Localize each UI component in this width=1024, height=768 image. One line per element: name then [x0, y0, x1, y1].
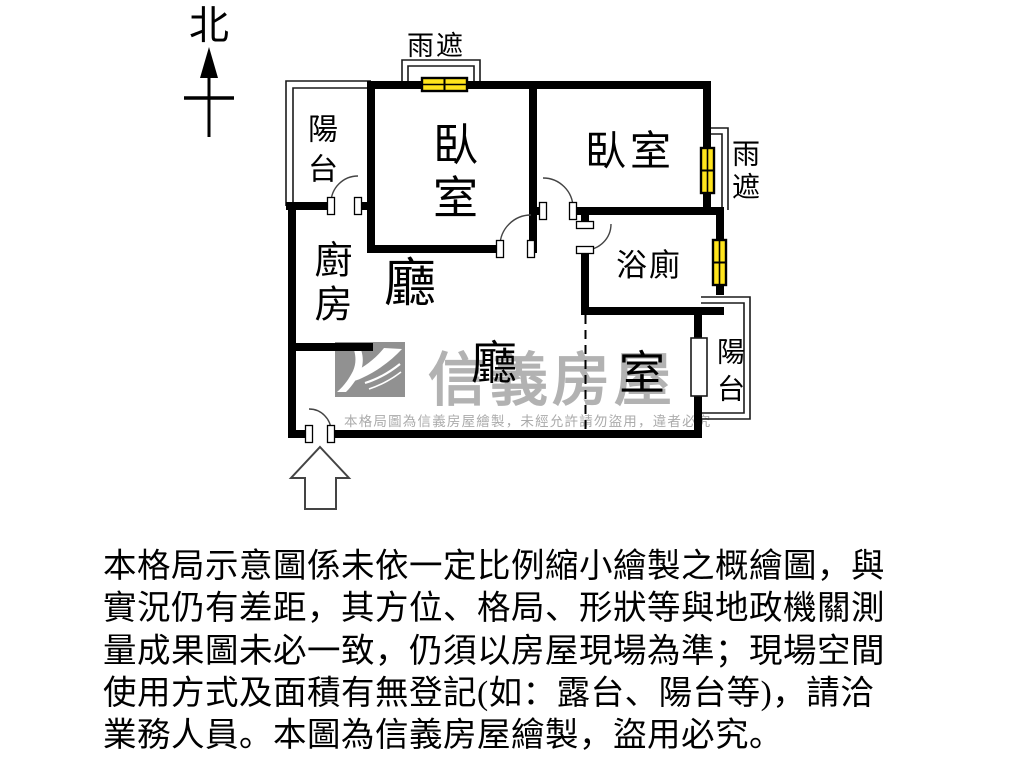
- window-bathroom: [711, 238, 728, 287]
- door-bedroom-right: [542, 177, 574, 209]
- disclaimer-line: 實況仍有差距，其方位、格局、形狀等與地政機關測: [103, 590, 885, 628]
- bedroom-left-label: 臥室: [426, 121, 476, 227]
- rain-shelter-right-label: 雨遮: [728, 139, 759, 205]
- thin-outlines: [285, 59, 751, 420]
- watermark-brand-text: 信義房屋: [428, 348, 677, 413]
- balcony-topleft-outline: [285, 80, 371, 206]
- door-jambs: [304, 196, 595, 444]
- hall-lower-label: 廳: [471, 338, 517, 389]
- bedroom-right-label: 臥室: [585, 128, 675, 174]
- north-label: 北: [189, 3, 229, 48]
- disclaimer-line: 使用方式及面積有無登記(如：露台、陽台等)，請洽: [103, 674, 875, 712]
- window-bedroom-right: [699, 146, 716, 195]
- windows: [420, 76, 728, 287]
- north-arrow-icon: [184, 47, 234, 137]
- disclaimer-paragraph: 本格局示意圖係未依一定比例縮小繪製之概繪圖，與 實況仍有差距，其方位、格局、形狀…: [103, 546, 963, 757]
- balcony-bottomright-outline-inner: [701, 302, 745, 414]
- watermark-notice-text: 本格局圖為信義房屋繪製，未經允許請勿盜用，違者必究: [344, 414, 712, 429]
- rain-shelter-top-outline-inner: [407, 65, 475, 85]
- rain-shelter-top-outline: [401, 59, 481, 85]
- hall-upper-label: 廳: [384, 256, 437, 313]
- window-top: [420, 76, 469, 93]
- flex-room-label: 室: [619, 348, 665, 399]
- rain-shelter-right-outline: [705, 127, 729, 210]
- balcony-bottomright-label: 陽台: [713, 337, 744, 411]
- balcony-bottomright-outline: [701, 296, 751, 420]
- disclaimer-line: 本格局示意圖係未依一定比例縮小繪製之概繪圖，與: [103, 548, 885, 585]
- entrance-arrow-icon: [288, 445, 352, 510]
- sliding-door-balcony: [690, 337, 708, 397]
- rain-shelter-top-label: 雨遮: [407, 31, 465, 61]
- sinyi-logo-mark: [335, 342, 405, 397]
- balcony-topleft-outline-inner: [292, 87, 371, 206]
- disclaimer-line: 量成果圖未必一致，仍須以房屋現場為準；現場空間: [103, 632, 885, 670]
- bathroom-label: 浴廁: [616, 248, 682, 283]
- door-bedroom-left: [499, 214, 532, 247]
- kitchen-label: 廚房: [308, 240, 350, 328]
- balcony-topleft-label: 陽台: [303, 113, 336, 193]
- disclaimer-line: 業務人員。本圖為信義房屋繪製，盜用必究。: [103, 717, 783, 755]
